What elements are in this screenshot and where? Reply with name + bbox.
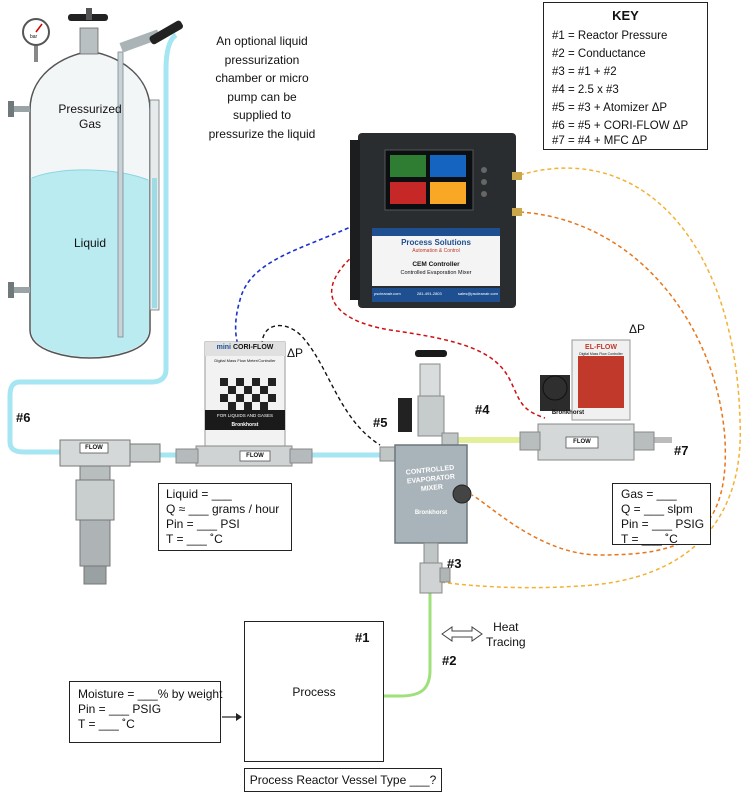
liquid-info-line: T = ___ ˚C (166, 532, 223, 546)
key-item: #4 = 2.5 x #3 (552, 84, 619, 96)
process-label: Process (292, 685, 336, 699)
controlled-evaporator-mixer (379, 350, 472, 594)
heat-tracing-arrow (441, 626, 483, 642)
controller-footer-mid: 281-491-2803 (416, 291, 442, 296)
liquid-info-line: Liquid = ___ (166, 487, 232, 501)
el-flow-maker: Bronkhorst (551, 410, 585, 416)
key-item: #1 = Reactor Pressure (552, 30, 668, 42)
liquid-info-box: Liquid = ___ Q ≈ ___ grams / hour Pin = … (158, 483, 292, 551)
tank-gas-label: Pressurized Gas (48, 102, 132, 132)
label-6: #6 (16, 410, 31, 425)
black-dashed-cable (261, 324, 381, 446)
cori-flow-liquid-note: FOR LIQUIDS AND GASES (216, 413, 273, 418)
delta-p-cori: ΔP (287, 346, 304, 360)
el-flow-brand: EL-FLOW (585, 344, 617, 351)
moisture-arrow-head (236, 713, 242, 721)
cori-brand-name: CORI-FLOW (232, 344, 274, 351)
note-line: pressurize the liquid (208, 126, 316, 141)
yellow-dashed-cable (439, 167, 742, 589)
moisture-info-line: T = ___ ˚C (78, 717, 135, 731)
controller-brand: Process Solutions Automation & Control C… (372, 238, 500, 278)
tank-liquid (31, 169, 149, 357)
flow-tag-cori-text: FLOW (246, 453, 264, 459)
key-item: #7 = #4 + MFC ΔP (552, 135, 648, 147)
gauge-label: bar (30, 34, 38, 40)
gas-info-line: T = ___ ˚C (621, 532, 678, 546)
controller-brand-top: Process Solutions (401, 238, 471, 247)
key-item: #5 = #3 + Atomizer ΔP (552, 102, 668, 114)
key-box: KEY #1 = Reactor Pressure #2 = Conductan… (543, 2, 708, 150)
gas-info-line: Gas = ___ (621, 487, 677, 501)
el-flow-subtitle: Digital Mass Flow Controller (579, 352, 623, 356)
pressurized-tank (8, 8, 183, 359)
label-7: #7 (674, 443, 689, 458)
moisture-info-line: Pin = ___ PSIG (78, 702, 162, 716)
moisture-info-line: Moisture = ___% by weight (78, 687, 223, 701)
orange-dashed-cable (471, 211, 727, 556)
label-5: #5 (373, 415, 388, 430)
label-4: #4 (475, 402, 490, 417)
flow-tag-inlet-text: FLOW (85, 445, 103, 451)
cori-flow-brand: mini CORI-FLOW (205, 344, 285, 351)
liquid-supply-line (7, 32, 178, 455)
vapor-line-to-process (350, 590, 432, 698)
note-line: pump can be (227, 89, 297, 104)
gas-label-line: Gas (78, 117, 101, 131)
cem-maker: Bronkhorst (414, 510, 448, 516)
vessel-type-label: Process Reactor Vessel Type ___? (249, 773, 437, 787)
controller-title: CEM Controller (412, 261, 460, 268)
key-item: #3 = #1 + #2 (552, 66, 617, 78)
controller-footer-right: sales@pscleanair.com (457, 291, 498, 296)
label-3: #3 (447, 556, 462, 571)
controller-footer: pscleanair.com 281-491-2803 sales@psclea… (374, 291, 498, 296)
cem-controller (350, 133, 522, 308)
flow-tag-el (565, 436, 599, 449)
moisture-info-box: Moisture = ___% by weight Pin = ___ PSIG… (69, 681, 223, 743)
liquid-inlet-filter (59, 439, 161, 585)
key-item: #6 = #5 + CORI-FLOW ΔP (552, 120, 689, 132)
process-number: #1 (355, 630, 370, 645)
gas-info-line: Q = ___ slpm (621, 502, 693, 516)
heat-tracing-line: Tracing (486, 635, 526, 649)
heat-tracing-line: Heat (493, 620, 519, 634)
flow-tag-cori (239, 450, 271, 462)
note-line: chamber or micro (215, 71, 309, 85)
note-line: pressurization (224, 52, 300, 67)
process-box: #1 Process (244, 621, 384, 762)
cori-flow-subtitle: Digital Mass Flow Meter/Controller (214, 358, 276, 363)
note-line: An optional liquid (216, 34, 308, 48)
tank-liquid-label: Liquid (73, 236, 107, 250)
cori-brand-prefix: mini (216, 344, 231, 351)
key-item: #2 = Conductance (552, 48, 646, 60)
delta-p-el: ΔP (629, 322, 646, 336)
heat-tracing-label: Heat Tracing (486, 620, 526, 650)
cori-flow-maker: Bronkhorst (231, 422, 259, 428)
vessel-type-box: Process Reactor Vessel Type ___? (244, 768, 442, 792)
gas-label-line: Pressurized (58, 102, 122, 116)
key-title: KEY (612, 8, 639, 23)
flow-tag-inlet (79, 442, 109, 454)
controller-footer-left: pscleanair.com (374, 291, 401, 296)
controller-subtitle: Controlled Evaporation Mixer (400, 270, 472, 276)
label-2: #2 (442, 653, 457, 668)
flow-tag-el-text: FLOW (573, 439, 591, 445)
blue-dashed-cable (234, 224, 356, 346)
controller-brand-sub: Automation & Control (412, 248, 460, 254)
liquid-info-line: Pin = ___ PSI (166, 517, 240, 531)
gas-info-box: Gas = ___ Q = ___ slpm Pin = ___ PSIG T … (612, 483, 711, 546)
mini-cori-flow-meter (175, 341, 313, 467)
gas-info-line: Pin = ___ PSIG (621, 517, 705, 531)
optional-pump-note: An optional liquid pressurization chambe… (197, 32, 327, 143)
liquid-info-line: Q ≈ ___ grams / hour (166, 502, 280, 516)
note-line: supplied to (232, 108, 292, 122)
